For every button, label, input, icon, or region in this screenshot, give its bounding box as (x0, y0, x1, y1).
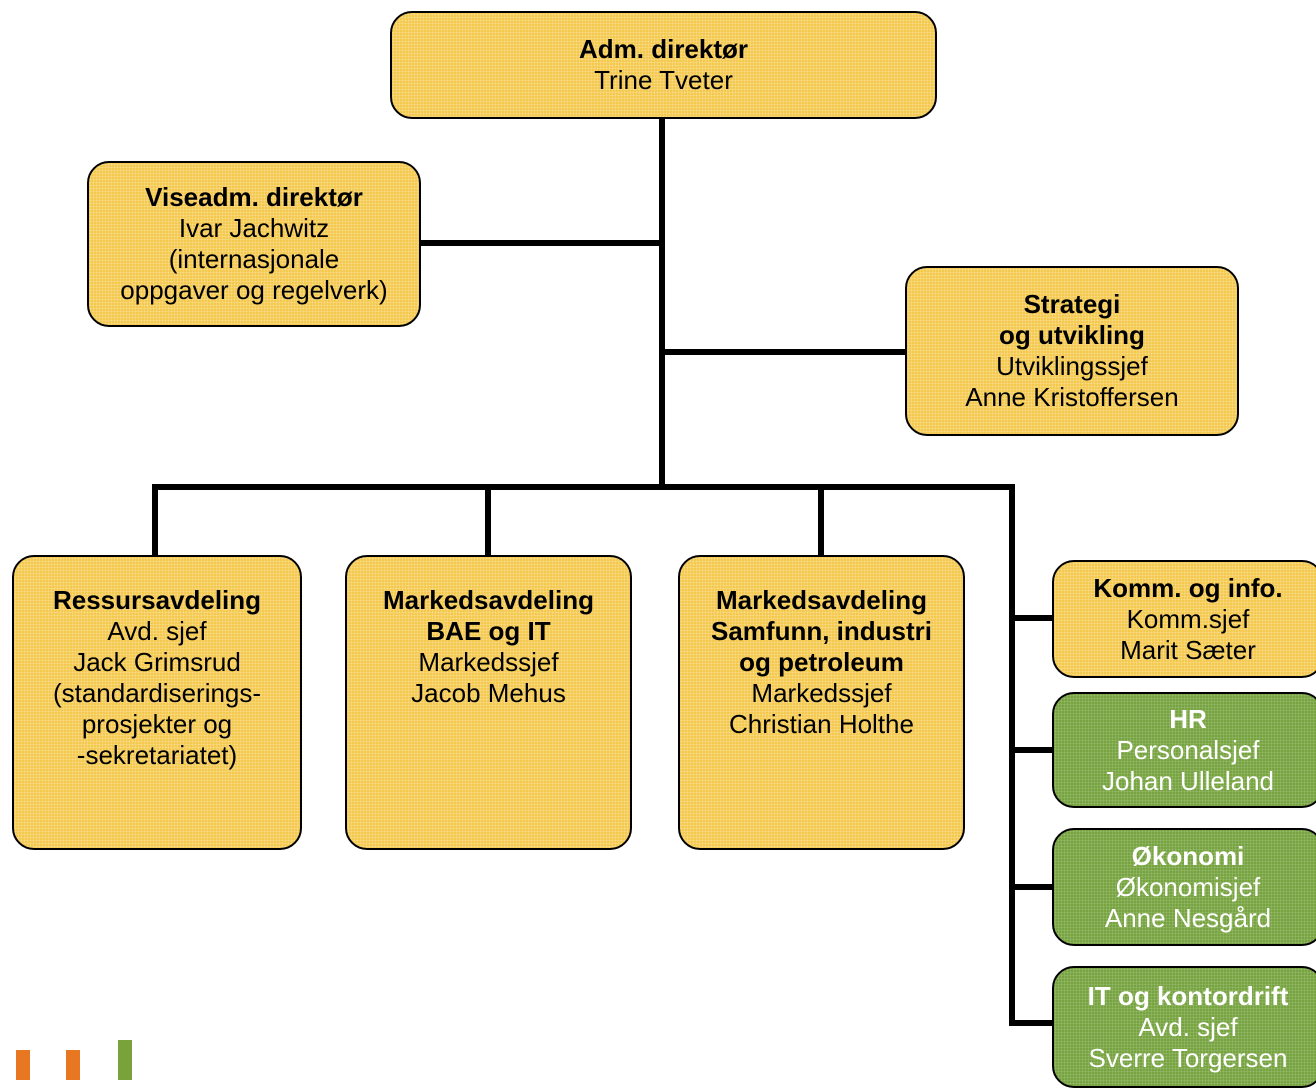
box-deputy-note-1: (internasjonale (168, 244, 340, 274)
box-market-society-title-1: Markedsavdeling (716, 585, 927, 615)
box-comm: Komm. og info. Komm.sjef Marit Sæter (1052, 560, 1316, 678)
logo-mark-orange (16, 1050, 30, 1080)
box-finance-role: Økonomisjef (1115, 871, 1261, 902)
box-market-bae-role: Markedssjef (418, 647, 559, 677)
box-market-society-title-2: Samfunn, industri (711, 616, 932, 646)
box-hr: HR Personalsjef Johan Ulleland (1052, 692, 1316, 808)
box-strategy-title-2: og utvikling (999, 320, 1145, 350)
box-finance-name: Anne Nesgård (1104, 902, 1272, 933)
box-it-name: Sverre Torgersen (1088, 1042, 1288, 1073)
logo-mark-green (118, 1040, 132, 1080)
box-market-society-title-3: og petroleum (739, 647, 904, 677)
box-resources-title: Ressursavdeling (52, 585, 262, 615)
box-it-role: Avd. sjef (1138, 1011, 1238, 1042)
box-deputy-name: Ivar Jachwitz (178, 213, 330, 243)
box-strategy-title-1: Strategi (1023, 289, 1121, 319)
box-ceo-title: Adm. direktør (578, 34, 749, 64)
box-ceo-name: Trine Tveter (594, 65, 733, 95)
box-market-society-role: Markedssjef (751, 678, 892, 708)
box-market-society: Markedsavdeling Samfunn, industri og pet… (678, 555, 965, 850)
box-ceo: Adm. direktør Trine Tveter (390, 11, 937, 119)
box-resources-note-3: -sekretariatet) (76, 740, 238, 770)
box-comm-role: Komm.sjef (1126, 603, 1250, 634)
box-resources-note-2: prosjekter og (81, 709, 233, 739)
box-comm-title: Komm. og info. (1093, 572, 1283, 603)
box-deputy-title: Viseadm. direktør (145, 182, 363, 212)
box-deputy: Viseadm. direktør Ivar Jachwitz (interna… (87, 161, 421, 327)
box-comm-name: Marit Sæter (1120, 634, 1256, 665)
logo-mark-orange-2 (66, 1050, 80, 1080)
box-hr-title: HR (1169, 703, 1207, 734)
box-hr-role: Personalsjef (1116, 734, 1260, 765)
box-it: IT og kontordrift Avd. sjef Sverre Torge… (1052, 966, 1316, 1088)
box-resources-role: Avd. sjef (107, 616, 207, 646)
box-resources: Ressursavdeling Avd. sjef Jack Grimsrud … (12, 555, 302, 850)
box-strategy: Strategi og utvikling Utviklingssjef Ann… (905, 266, 1239, 436)
box-market-bae-title-2: BAE og IT (426, 616, 551, 646)
box-market-bae-title-1: Markedsavdeling (383, 585, 594, 615)
box-market-bae-name: Jacob Mehus (411, 678, 566, 708)
box-hr-name: Johan Ulleland (1101, 765, 1274, 796)
box-deputy-note-2: oppgaver og regelverk) (120, 275, 388, 305)
box-finance: Økonomi Økonomisjef Anne Nesgård (1052, 828, 1316, 946)
box-it-title: IT og kontordrift (1087, 980, 1289, 1011)
box-market-bae: Markedsavdeling BAE og IT Markedssjef Ja… (345, 555, 632, 850)
box-strategy-role: Utviklingssjef (996, 351, 1148, 381)
box-resources-name: Jack Grimsrud (73, 647, 241, 677)
box-strategy-name: Anne Kristoffersen (965, 382, 1179, 412)
box-finance-title: Økonomi (1131, 840, 1245, 871)
box-resources-note-1: (standardiserings- (52, 678, 262, 708)
box-market-society-name: Christian Holthe (729, 709, 914, 739)
